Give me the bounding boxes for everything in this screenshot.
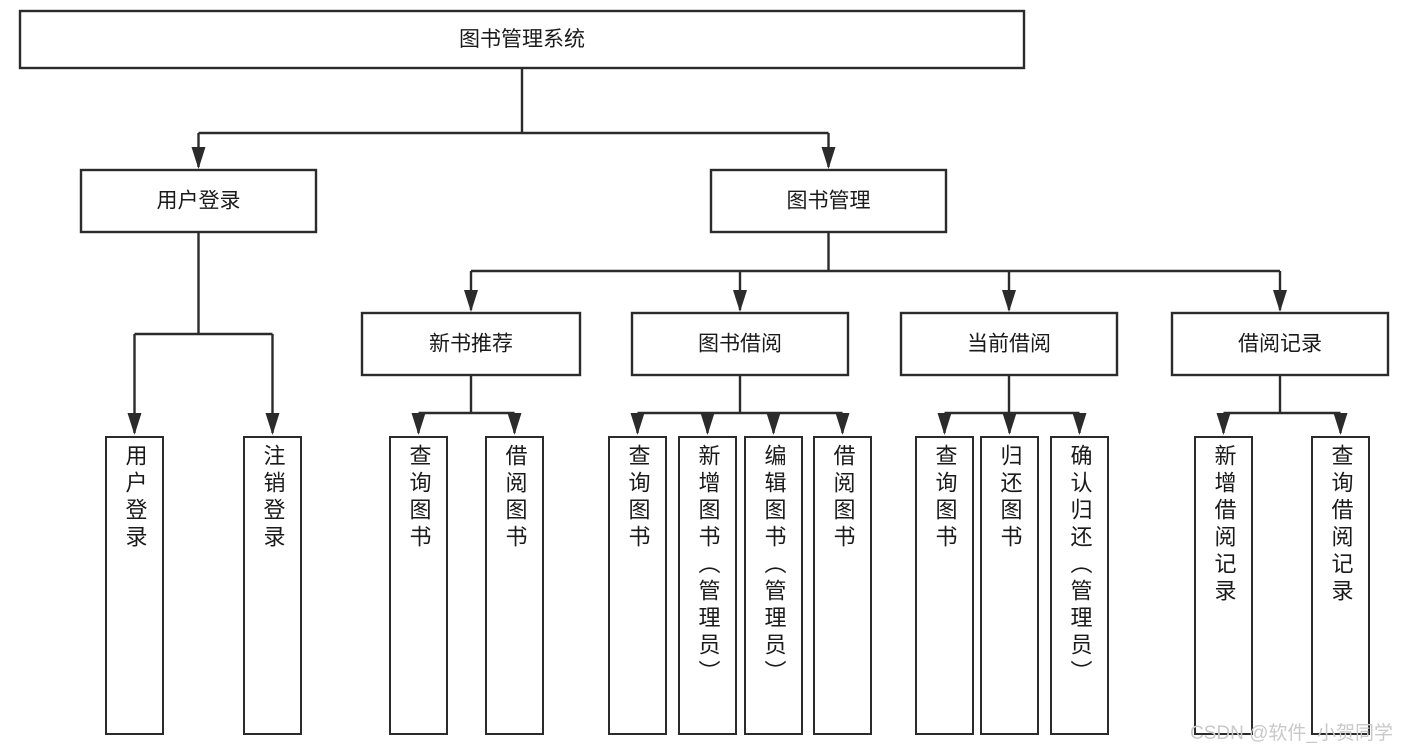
box-outline (360, 311, 582, 377)
leaf-node-12: 查询借阅记录 (1311, 436, 1370, 735)
level1-node-0: 用户登录 (79, 168, 318, 234)
box-label: 图书管理 (787, 190, 871, 213)
box-outline (18, 9, 1026, 70)
leaf-node-9: 归还图书 (980, 436, 1039, 735)
leaf-label: 注销登录 (260, 444, 286, 552)
leaf-node-11: 新增借阅记录 (1194, 436, 1253, 735)
arrow-head-icon (507, 413, 522, 435)
leaf-label: 查询图书 (932, 444, 958, 552)
leaf-label: 归还图书 (997, 444, 1023, 552)
arrow-head-icon (700, 413, 715, 435)
box-label: 图书借阅 (698, 333, 782, 356)
arrow-head-icon (1333, 413, 1348, 435)
leaf-node-2: 查询图书 (389, 436, 448, 735)
arrow-head-icon (1002, 413, 1017, 435)
box-label: 新书推荐 (429, 333, 513, 356)
leaf-node-5: 新增图书（管理员） (678, 436, 737, 735)
box-outline (899, 311, 1119, 377)
box-outline (630, 311, 850, 377)
arrow-head-icon (265, 413, 280, 435)
arrow-head-icon (835, 413, 850, 435)
arrow-head-icon (1002, 290, 1016, 312)
box-label: 图书管理系统 (459, 28, 585, 51)
leaf-label: 查询图书 (406, 444, 432, 552)
leaf-label: 查询借阅记录 (1328, 444, 1354, 606)
leaf-label: 确认归还（管理员） (1067, 444, 1093, 687)
arrow-head-icon (1072, 413, 1087, 435)
leaf-node-6: 编辑图书（管理员） (744, 436, 803, 735)
box-label: 用户登录 (157, 190, 241, 213)
box-label: 当前借阅 (967, 333, 1051, 356)
arrow-head-icon (630, 413, 645, 435)
box-outline (79, 168, 318, 234)
leaf-node-4: 查询图书 (608, 436, 667, 735)
leaf-node-7: 借阅图书 (813, 436, 872, 735)
arrow-head-icon (464, 290, 478, 312)
leaf-node-1: 注销登录 (243, 436, 302, 735)
level2-node-2: 当前借阅 (899, 311, 1119, 377)
arrow-head-icon (411, 413, 426, 435)
leaf-label: 用户登录 (122, 444, 148, 552)
leaf-label: 借阅图书 (830, 444, 856, 552)
arrow-head-icon (766, 413, 781, 435)
leaf-label: 编辑图书（管理员） (761, 444, 787, 687)
arrow-head-icon (1273, 290, 1287, 312)
level2-node-0: 新书推荐 (360, 311, 582, 377)
box-outline (1170, 311, 1390, 377)
leaf-label: 查询图书 (625, 444, 651, 552)
leaf-node-3: 借阅图书 (485, 436, 544, 735)
leaf-label: 新增图书（管理员） (695, 444, 721, 687)
leaf-node-8: 查询图书 (915, 436, 974, 735)
leaf-label: 借阅图书 (502, 444, 528, 552)
arrow-head-icon (937, 413, 952, 435)
level2-node-1: 图书借阅 (630, 311, 850, 377)
arrow-head-icon (1216, 413, 1231, 435)
box-label: 借阅记录 (1238, 333, 1322, 356)
level1-node-1: 图书管理 (709, 168, 948, 234)
arrow-head-icon (127, 413, 142, 435)
arrow-head-icon (733, 290, 747, 312)
level2-node-3: 借阅记录 (1170, 311, 1390, 377)
leaf-node-0: 用户登录 (105, 436, 164, 735)
leaf-label: 新增借阅记录 (1211, 444, 1237, 606)
root-node: 图书管理系统 (18, 9, 1026, 70)
arrow-head-icon (821, 147, 836, 169)
leaf-node-10: 确认归还（管理员） (1050, 436, 1109, 735)
connector-lines (127, 68, 1348, 435)
box-outline (709, 168, 948, 234)
arrow-head-icon (191, 147, 206, 169)
